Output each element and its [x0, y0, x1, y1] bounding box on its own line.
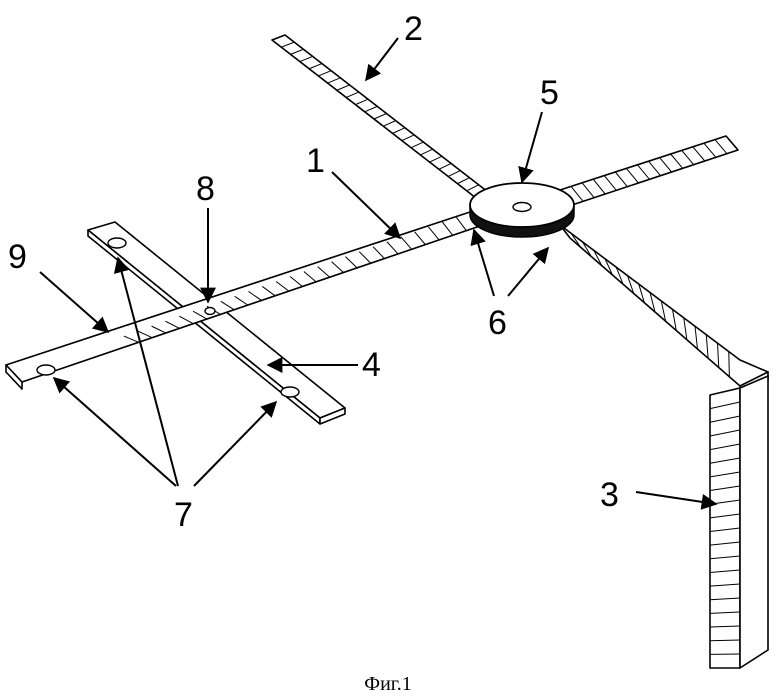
- strip-segment-line: [729, 352, 730, 377]
- label-5: 5: [540, 74, 559, 112]
- slot-hole: [281, 387, 299, 397]
- center-hole: [513, 203, 531, 212]
- slot-hole: [37, 365, 55, 375]
- disc-5: [470, 183, 574, 237]
- strip-3-arm: [560, 225, 768, 395]
- small-hole: [205, 308, 215, 315]
- label-7: 7: [174, 496, 193, 534]
- slot-hole: [108, 238, 126, 248]
- plate-4: [88, 222, 345, 424]
- strip-3-vertical: [710, 376, 768, 668]
- label-9: 9: [8, 238, 27, 276]
- label-2: 2: [404, 10, 423, 48]
- label-1: 1: [306, 142, 325, 180]
- strip-right-arm: [560, 136, 738, 205]
- label-3: 3: [600, 476, 619, 514]
- label-8: 8: [196, 170, 215, 208]
- label-6: 6: [488, 304, 507, 342]
- strip-segment-line: [710, 640, 740, 641]
- figure-caption: Фиг.1: [364, 673, 411, 695]
- strip-2-arm: [272, 35, 488, 198]
- label-4: 4: [362, 346, 381, 384]
